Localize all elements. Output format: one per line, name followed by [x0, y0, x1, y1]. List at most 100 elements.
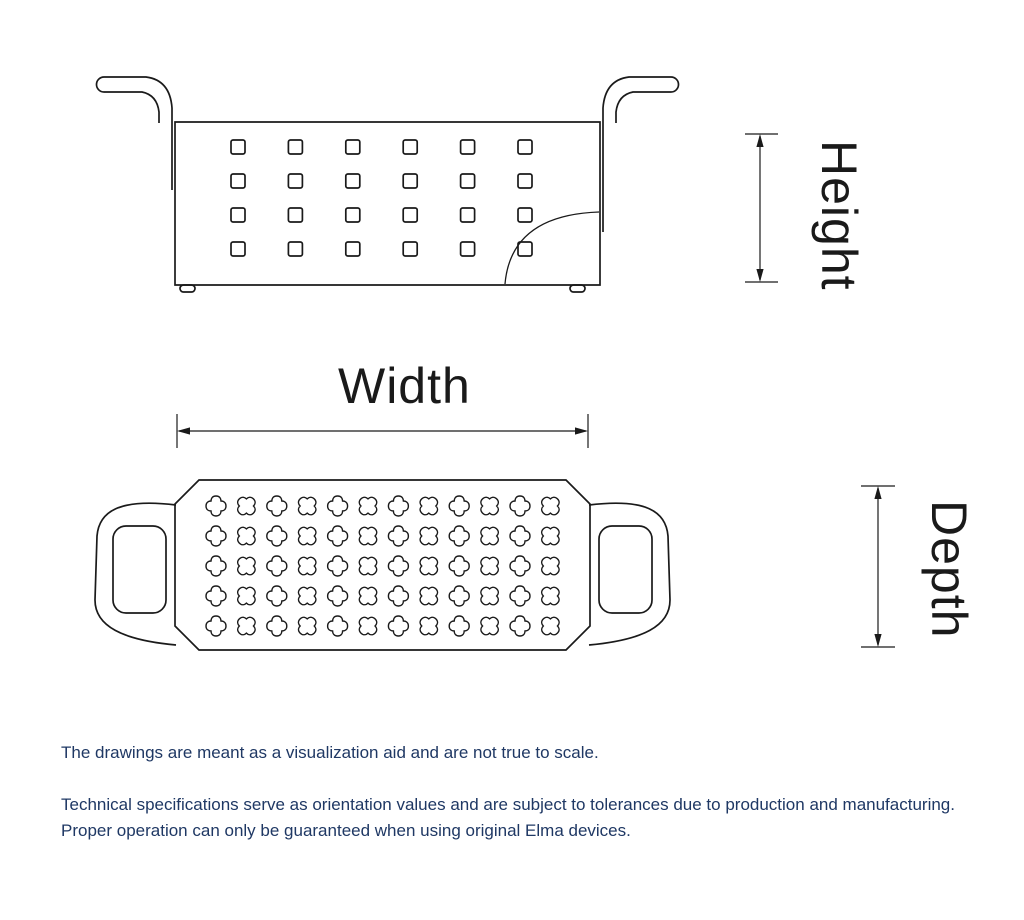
top-view	[94, 479, 671, 651]
side-view	[95, 76, 680, 293]
quatrefoil-hole	[448, 615, 470, 637]
depth-label: Depth	[921, 500, 977, 638]
quatrefoil-hole	[474, 581, 505, 611]
quatrefoil-hole	[266, 525, 288, 547]
quatrefoil-hole	[535, 521, 566, 551]
square-hole	[459, 173, 476, 189]
square-hole	[402, 173, 419, 189]
quatrefoil-hole	[387, 495, 410, 517]
quatrefoil-hole	[387, 555, 410, 577]
square-hole	[230, 207, 246, 223]
quatrefoil-hole	[413, 551, 444, 581]
square-hole	[230, 139, 246, 155]
basket-body-top	[174, 479, 591, 651]
square-hole	[344, 139, 361, 155]
basket-foot-left	[179, 284, 196, 293]
disclaimer-scale-note: The drawings are meant as a visualizatio…	[61, 743, 599, 762]
width-arrow-left-icon	[177, 427, 190, 435]
quatrefoil-hole	[474, 521, 505, 551]
quatrefoil-hole	[448, 495, 470, 517]
depth-arrow-down-icon	[874, 634, 882, 647]
quatrefoil-hole	[474, 551, 505, 581]
dimension-depth: Depth	[861, 485, 977, 648]
basket-body-side	[174, 121, 601, 286]
width-label: Width	[338, 358, 471, 414]
square-hole	[287, 207, 304, 223]
quatrefoil-hole	[535, 491, 566, 521]
square-hole	[344, 207, 361, 223]
quatrefoil-hole	[387, 585, 410, 607]
square-hole	[344, 241, 361, 257]
quatrefoil-hole	[292, 551, 323, 581]
quatrefoil-hole	[326, 495, 349, 517]
quatrefoil-hole	[266, 585, 288, 607]
square-hole	[459, 207, 476, 223]
quatrefoil-hole	[509, 555, 531, 577]
quatrefoil-hole	[413, 521, 444, 551]
quatrefoil-hole	[413, 491, 444, 521]
quatrefoil-hole	[266, 615, 288, 637]
quatrefoil-hole	[231, 551, 262, 581]
quatrefoil-hole	[205, 525, 227, 547]
square-hole	[517, 207, 533, 223]
quatrefoil-hole	[448, 525, 470, 547]
quatrefoil-hole	[509, 525, 531, 547]
quatrefoil-hole-pattern	[205, 491, 566, 641]
height-arrow-down-icon	[756, 269, 764, 282]
basket-handle-left-opening	[112, 525, 167, 614]
square-hole	[459, 241, 476, 257]
quatrefoil-hole	[353, 551, 383, 581]
quatrefoil-hole	[353, 611, 383, 641]
quatrefoil-hole	[387, 615, 410, 637]
quatrefoil-hole	[353, 581, 383, 611]
quatrefoil-hole	[326, 585, 349, 607]
square-hole	[287, 139, 304, 155]
quatrefoil-hole	[292, 491, 323, 521]
quatrefoil-hole	[509, 585, 531, 607]
quatrefoil-hole	[231, 491, 262, 521]
quatrefoil-hole	[535, 611, 566, 641]
square-hole	[230, 173, 246, 189]
quatrefoil-hole	[448, 555, 470, 577]
quatrefoil-hole	[326, 615, 349, 637]
quatrefoil-hole	[326, 525, 349, 547]
disclaimer-tolerance-line2: Proper operation can only be guaranteed …	[61, 821, 631, 840]
square-hole	[402, 241, 419, 257]
quatrefoil-hole	[231, 521, 262, 551]
quatrefoil-hole	[474, 611, 505, 641]
quatrefoil-hole	[292, 521, 323, 551]
square-hole	[402, 207, 419, 223]
dimension-height: Height	[745, 133, 867, 291]
quatrefoil-hole	[535, 581, 566, 611]
square-hole-pattern	[230, 139, 533, 257]
quatrefoil-hole	[509, 495, 531, 517]
quatrefoil-hole	[266, 495, 288, 517]
square-hole	[230, 241, 246, 257]
square-hole	[459, 139, 476, 155]
quatrefoil-hole	[205, 585, 227, 607]
quatrefoil-hole	[292, 581, 323, 611]
disclaimer-tolerance-line1: Technical specifications serve as orient…	[61, 795, 955, 814]
corner-arc-detail	[504, 211, 600, 285]
quatrefoil-hole	[353, 521, 383, 551]
quatrefoil-hole	[231, 581, 262, 611]
square-hole	[517, 173, 533, 189]
quatrefoil-hole	[205, 615, 227, 637]
basket-handle-right-side	[602, 76, 680, 232]
basket-foot-right	[569, 284, 586, 293]
square-hole	[344, 173, 361, 189]
square-hole	[287, 173, 304, 189]
square-hole	[517, 241, 533, 257]
quatrefoil-hole	[205, 555, 227, 577]
quatrefoil-hole	[353, 491, 383, 521]
width-arrow-right-icon	[575, 427, 588, 435]
quatrefoil-hole	[266, 555, 288, 577]
height-label: Height	[811, 140, 867, 291]
square-hole	[287, 241, 304, 257]
quatrefoil-hole	[205, 495, 227, 517]
quatrefoil-hole	[474, 491, 505, 521]
quatrefoil-hole	[326, 555, 349, 577]
quatrefoil-hole	[413, 611, 444, 641]
